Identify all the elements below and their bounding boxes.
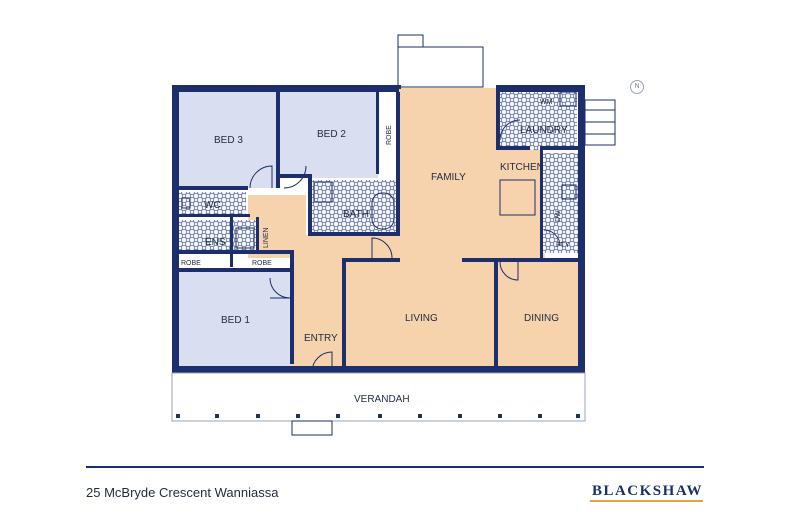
wc-floor: [176, 192, 246, 215]
brand-underline: [590, 500, 703, 502]
shower: [313, 181, 333, 203]
footer-divider: [86, 466, 704, 468]
bathtub: [371, 192, 395, 230]
label-laundry: LAUNDRY: [520, 125, 568, 136]
label-ens: ENS: [205, 237, 226, 248]
laundry-floor: [500, 90, 577, 150]
label-robe-bed2: ROBE: [386, 125, 393, 145]
bed2-floor: [280, 92, 378, 178]
label-bed2: BED 2: [317, 129, 346, 140]
label-wc: WC: [204, 200, 221, 211]
kitchen-island: [499, 179, 536, 216]
label-living: LIVING: [405, 313, 438, 324]
verandah-outline: [171, 372, 586, 422]
bath-floor: [312, 180, 396, 232]
ens-floor: [176, 220, 256, 250]
label-robe-bed1-a: ROBE: [181, 260, 201, 267]
chimney-top: [397, 34, 424, 48]
label-kitchen: KITCHEN: [500, 162, 544, 173]
kitchen-sink: [561, 184, 577, 200]
property-address: 25 McBryde Crescent Wanniassa: [86, 485, 279, 500]
label-entry: ENTRY: [304, 333, 338, 344]
front-step: [291, 420, 333, 436]
floor-plan: BED 3 BED 2 BED 1 FAMILY KITCHEN LAUNDRY…: [171, 34, 616, 436]
label-family: FAMILY: [431, 172, 466, 183]
bed1-floor: [178, 270, 293, 368]
north-compass-icon: N: [630, 80, 644, 94]
ens-shower: [235, 227, 255, 249]
rear-landing: [397, 46, 484, 88]
kitchen-bench-floor: [540, 153, 578, 253]
label-linen: LINEN: [263, 227, 270, 248]
laundry-tub: [559, 91, 577, 107]
label-dw: DW: [555, 210, 562, 222]
label-dining: DINING: [524, 313, 559, 324]
label-wm: WM: [540, 99, 553, 106]
label-verandah: VERANDAH: [354, 394, 410, 405]
label-robe-bed1-b: ROBE: [252, 260, 272, 267]
toilet: [181, 197, 191, 209]
label-bath: BATH: [343, 209, 369, 220]
brand-logo: BLACKSHAW: [591, 483, 703, 499]
label-pty: PTY: [556, 242, 570, 249]
label-bed1: BED 1: [221, 315, 250, 326]
label-bed3: BED 3: [214, 135, 243, 146]
bed3-floor: [178, 92, 278, 188]
